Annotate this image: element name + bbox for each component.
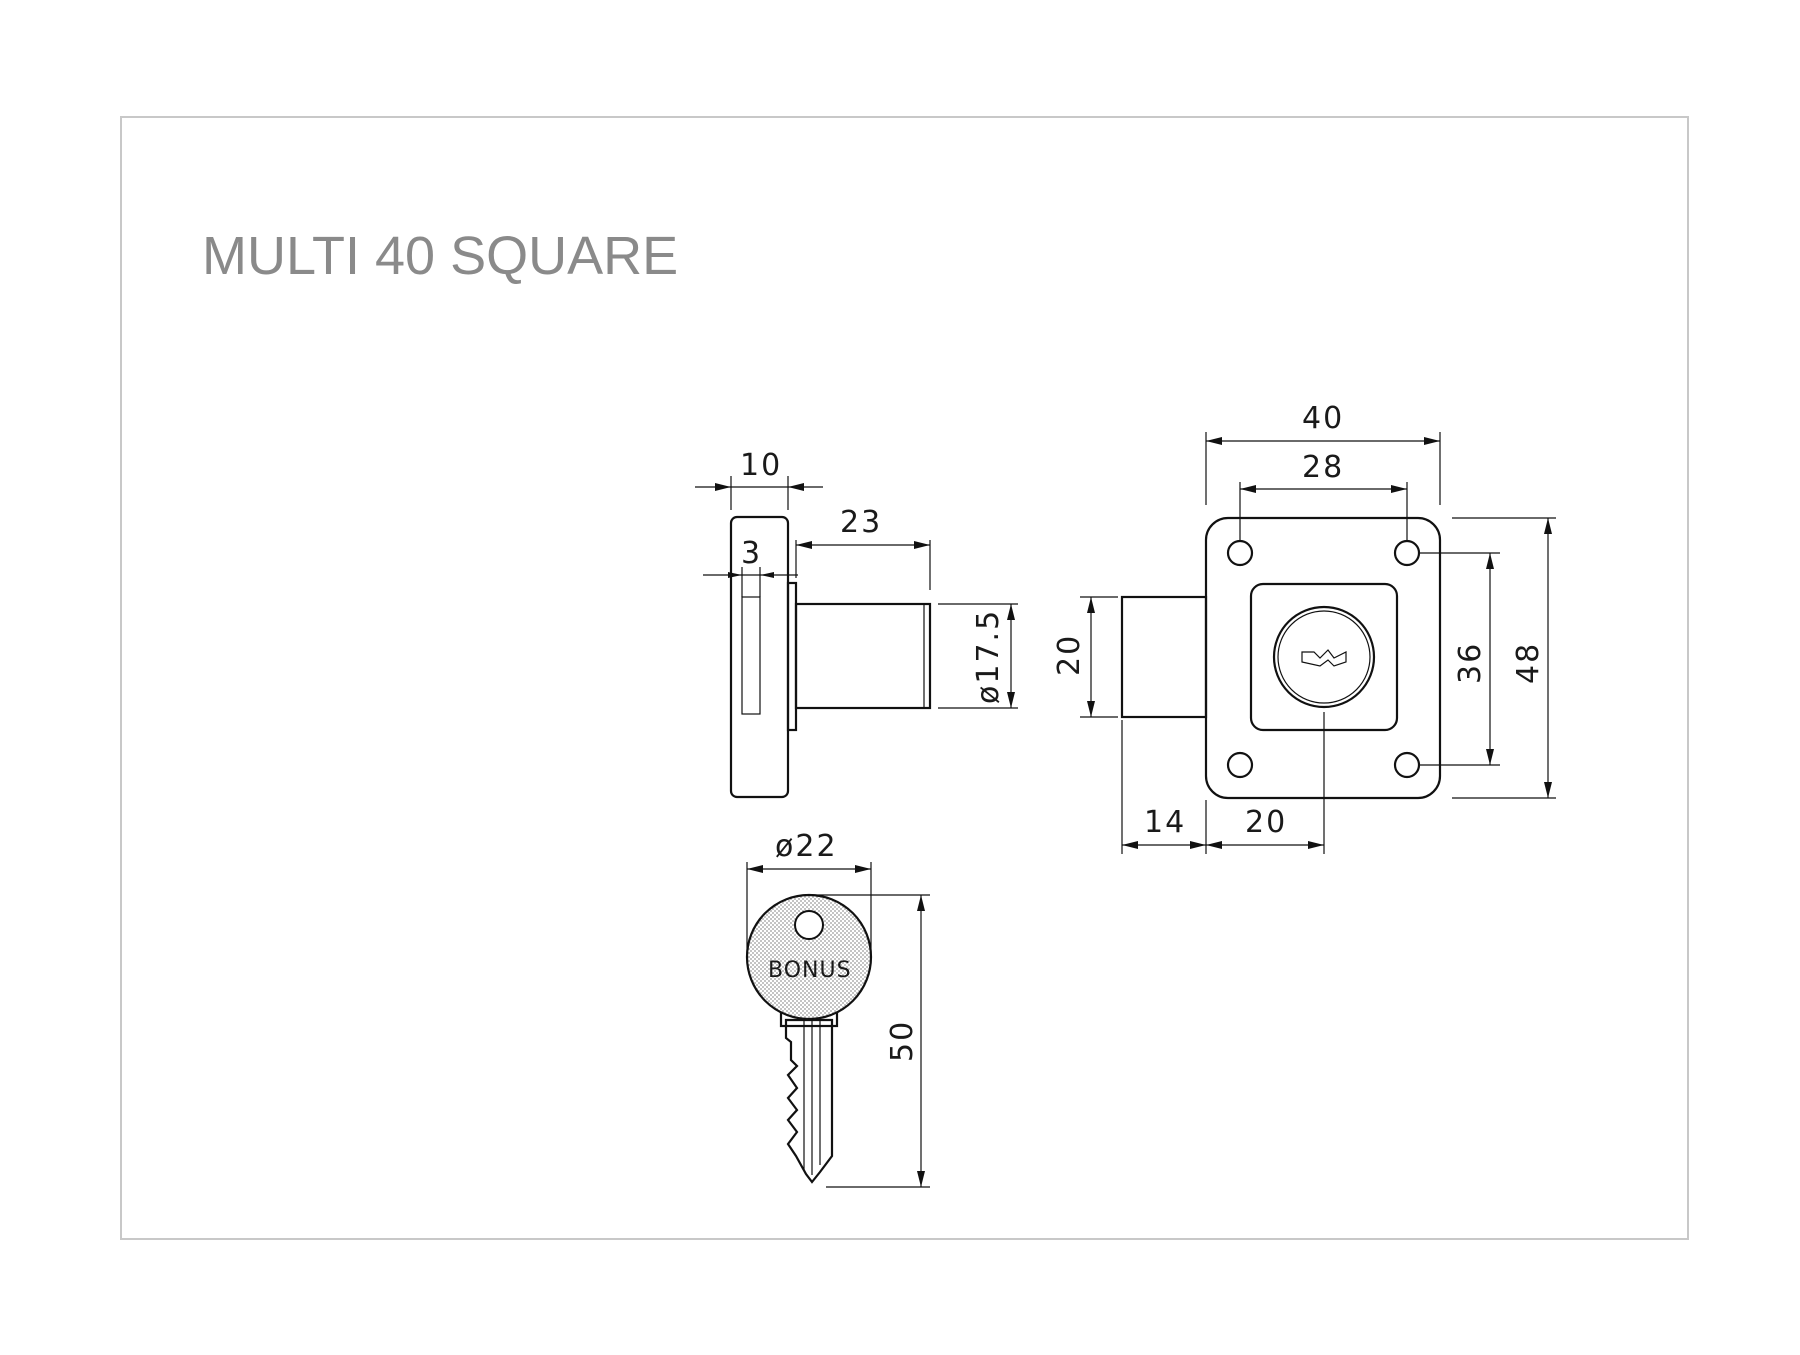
bolt (1120, 595, 1208, 719)
dim-hole-spacing-h: 28 (1302, 450, 1344, 485)
sheet-border (120, 116, 1689, 1240)
keyway (1301, 649, 1347, 667)
dim-center-offset: 20 (1245, 805, 1287, 840)
side-cylinder (794, 602, 932, 710)
key-blade (784, 1018, 834, 1184)
dim-bolt-height: 20 (1052, 634, 1087, 676)
mounting-hole-tr (1393, 539, 1421, 567)
side-slot (741, 596, 761, 715)
lock-housing (1204, 516, 1442, 800)
dim-key-length: 50 (885, 1020, 920, 1062)
dim-plate-thickness: 10 (740, 448, 782, 483)
mounting-hole-bl (1226, 751, 1254, 779)
key-ring-hole (794, 910, 824, 940)
key-brand: BONUS (768, 958, 852, 983)
side-view: 10 3 23 ø17.5 (695, 448, 1018, 799)
dim-cylinder-length: 23 (840, 505, 882, 540)
drawing-title: MULTI 40 SQUARE (202, 226, 678, 286)
mounting-hole-tl (1226, 539, 1254, 567)
side-step (786, 581, 798, 732)
dim-cylinder-diameter: ø17.5 (971, 609, 1006, 704)
dim-bolt-projection: 14 (1144, 805, 1186, 840)
front-view: 40 28 36 48 20 14 (1052, 401, 1556, 854)
dim-height: 48 (1511, 642, 1546, 684)
dim-head-diameter: ø22 (775, 829, 838, 864)
dim-hole-spacing-v: 36 (1453, 642, 1488, 684)
mounting-hole-br (1393, 751, 1421, 779)
cylinder-face (1272, 605, 1376, 709)
key-head (745, 893, 873, 1021)
dim-slot: 3 (741, 536, 762, 571)
dim-width: 40 (1302, 401, 1344, 436)
key-view: BONUS ø22 50 (745, 829, 930, 1188)
